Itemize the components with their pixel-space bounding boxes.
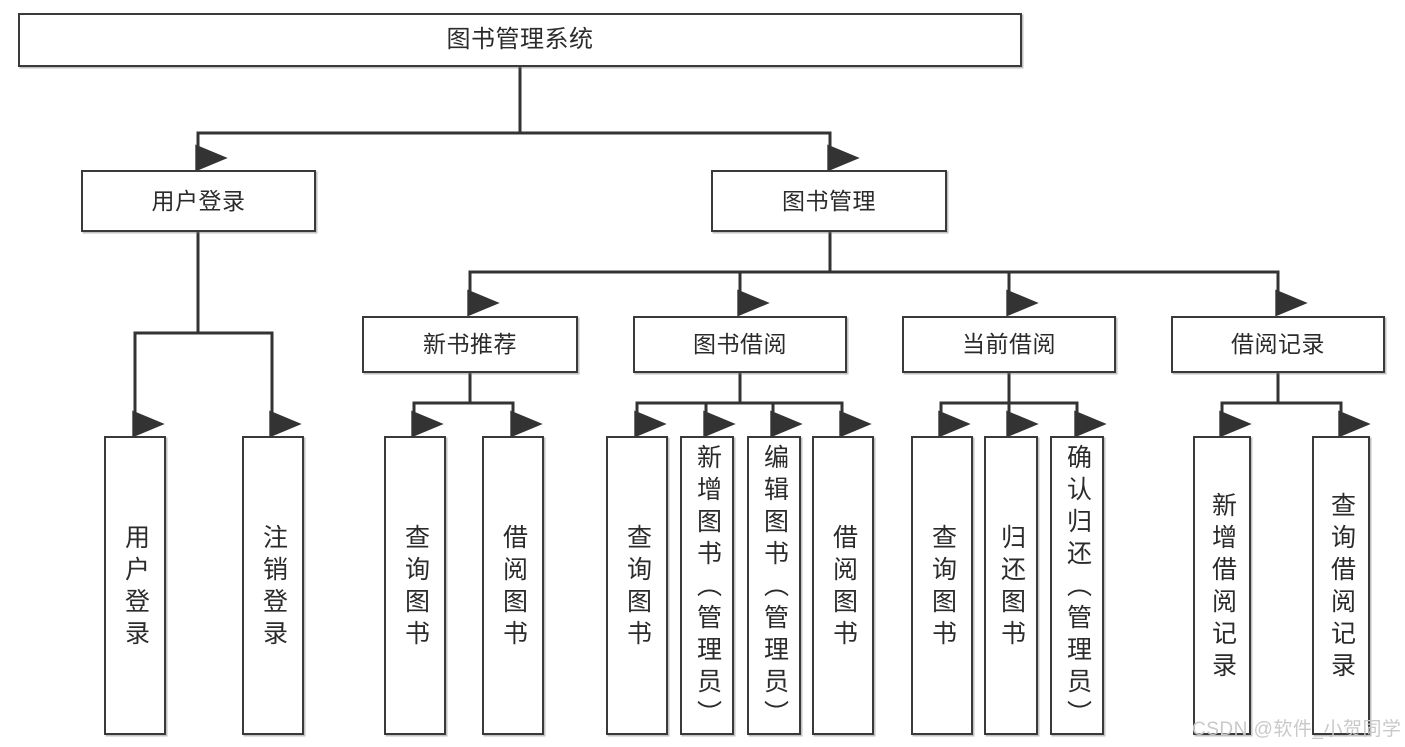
node-new-book-recommend[interactable]: 新书推荐 [362, 316, 578, 373]
leaf-user-login[interactable]: 用户登录 [104, 436, 166, 735]
leaf-record-add-record[interactable]: 新增借阅记录 [1193, 436, 1251, 735]
node-root-system[interactable]: 图书管理系统 [18, 13, 1022, 67]
node-book-management[interactable]: 图书管理 [711, 170, 947, 232]
leaf-borrow-query-book[interactable]: 查询图书 [606, 436, 668, 735]
node-label: 借阅记录 [1231, 331, 1325, 358]
leaf-borrow-edit-book-admin[interactable]: 编辑图书（管理员） [747, 436, 801, 735]
node-label: 查询借阅记录 [1327, 491, 1356, 684]
node-label: 图书管理系统 [446, 26, 594, 54]
leaf-borrow-borrow-book[interactable]: 借阅图书 [812, 436, 874, 735]
leaf-current-query-book[interactable]: 查询图书 [911, 436, 973, 735]
node-label: 查询图书 [623, 523, 652, 652]
leaf-newbook-borrow-book[interactable]: 借阅图书 [482, 436, 544, 735]
node-label: 当前借阅 [962, 331, 1056, 358]
node-label: 用户登录 [151, 187, 246, 214]
node-label: 新增图书（管理员） [693, 443, 722, 732]
node-label: 用户登录 [121, 523, 150, 652]
node-label: 新增借阅记录 [1208, 491, 1237, 684]
node-label: 查询图书 [928, 523, 957, 652]
node-label: 归还图书 [997, 523, 1026, 652]
node-borrow-record[interactable]: 借阅记录 [1171, 316, 1385, 373]
leaf-user-logout[interactable]: 注销登录 [242, 436, 304, 735]
node-label: 图书管理 [782, 187, 876, 214]
leaf-borrow-add-book-admin[interactable]: 新增图书（管理员） [680, 436, 734, 735]
node-label: 注销登录 [259, 523, 288, 652]
node-label: 借阅图书 [829, 523, 858, 652]
node-label: 确认归还（管理员） [1063, 443, 1092, 732]
leaf-current-return-book[interactable]: 归还图书 [984, 436, 1038, 735]
node-label: 借阅图书 [499, 523, 528, 652]
node-label: 图书借阅 [693, 331, 787, 358]
leaf-current-confirm-return-admin[interactable]: 确认归还（管理员） [1050, 436, 1104, 735]
csdn-watermark: CSDN @软件_小贺同学 [1192, 719, 1402, 740]
leaf-record-query-record[interactable]: 查询借阅记录 [1312, 436, 1370, 735]
node-user-login[interactable]: 用户登录 [81, 170, 316, 232]
leaf-newbook-query-book[interactable]: 查询图书 [384, 436, 446, 735]
node-label: 新书推荐 [423, 331, 517, 358]
node-label: 查询图书 [401, 523, 430, 652]
node-book-borrow[interactable]: 图书借阅 [633, 316, 847, 373]
node-label: 编辑图书（管理员） [760, 443, 789, 732]
node-current-borrow[interactable]: 当前借阅 [902, 316, 1116, 373]
